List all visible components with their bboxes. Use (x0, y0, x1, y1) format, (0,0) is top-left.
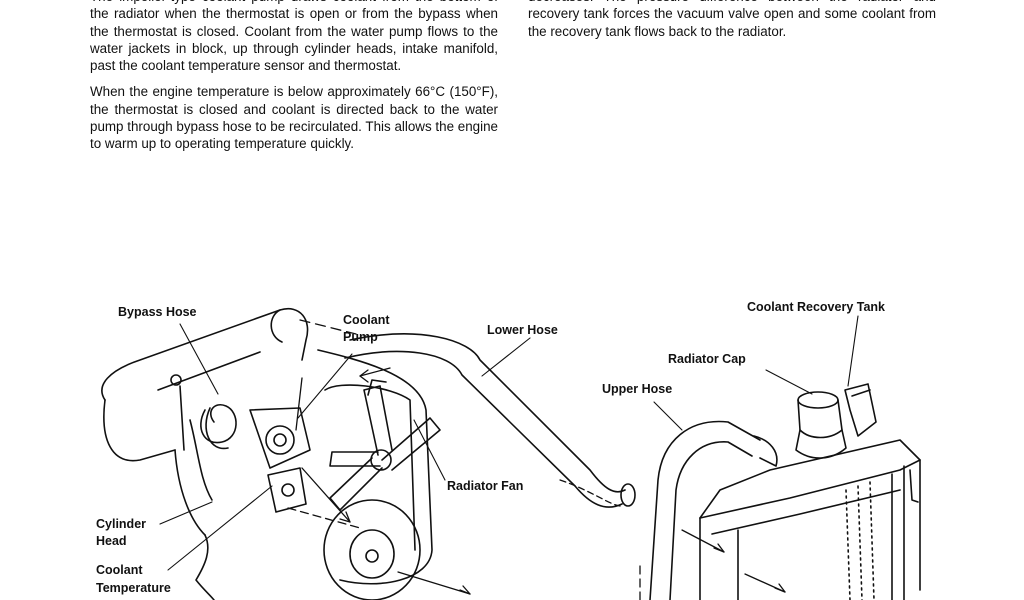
label-coolant-pump-line2: Pump (343, 330, 378, 344)
label-lower-hose: Lower Hose (487, 323, 558, 337)
flow-arrows (287, 319, 786, 600)
lower-hose-drawing (344, 333, 636, 508)
label-cylinder-head-line2: Head (96, 534, 127, 548)
label-coolant-recovery-tank: Coolant Recovery Tank (747, 300, 886, 314)
radiator-drawing (699, 383, 921, 600)
upper-hose-drawing (649, 420, 778, 600)
right-text-column: decreases. The pressure difference betwe… (528, 0, 936, 49)
left-text-column: The impeller-type coolant pump draws coo… (90, 0, 498, 162)
label-bypass-hose: Bypass Hose (118, 305, 197, 319)
label-coolant-temperature-line2: Temperature (96, 581, 171, 595)
paragraph-coolant-pump: The impeller-type coolant pump draws coo… (90, 0, 498, 74)
label-cylinder-head-line1: Cylinder (96, 517, 147, 531)
paragraph-thermostat-closed: When the engine temperature is below app… (90, 84, 498, 152)
label-radiator-fan: Radiator Fan (447, 479, 524, 493)
leader-lines (159, 315, 859, 571)
label-coolant-temperature-line1: Coolant (96, 563, 143, 577)
engine-block-drawing (101, 307, 441, 600)
paragraph-vacuum-valve: decreases. The pressure difference betwe… (528, 0, 936, 39)
label-upper-hose: Upper Hose (602, 382, 673, 396)
label-coolant-pump-line1: Coolant (343, 313, 390, 327)
cooling-system-diagram (101, 307, 921, 600)
label-radiator-cap: Radiator Cap (668, 352, 746, 366)
